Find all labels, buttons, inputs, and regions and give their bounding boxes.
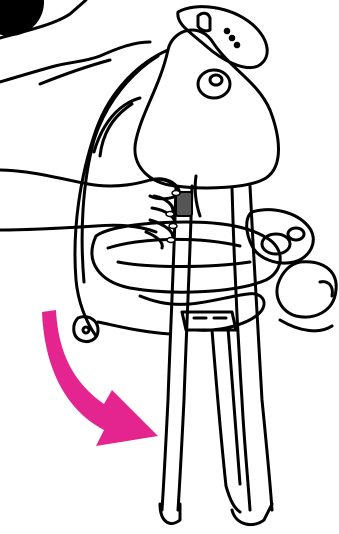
side-hub-detail (320, 282, 332, 296)
housing-button (198, 13, 210, 31)
upper-arm-line (0, 42, 150, 82)
seat-back-frame (135, 30, 279, 188)
side-hub (277, 262, 336, 317)
release-lever-edge (195, 176, 200, 216)
front-leg-left-inner (178, 186, 192, 510)
motor-housing (178, 7, 267, 68)
swing-line-art (0, 0, 336, 525)
left-bracket-pin (83, 327, 89, 333)
right-foot (232, 504, 272, 525)
back-knob-highlight (210, 75, 222, 85)
housing-indicator-1 (225, 29, 229, 33)
left-strap (98, 322, 170, 334)
forearm-bottom (0, 225, 156, 232)
seat-tray-edge-2 (118, 262, 250, 267)
housing-indicator-3 (235, 43, 239, 47)
cup-holder-small (288, 228, 304, 240)
side-hub-lower (280, 320, 332, 331)
housing-indicator-2 (230, 36, 234, 40)
